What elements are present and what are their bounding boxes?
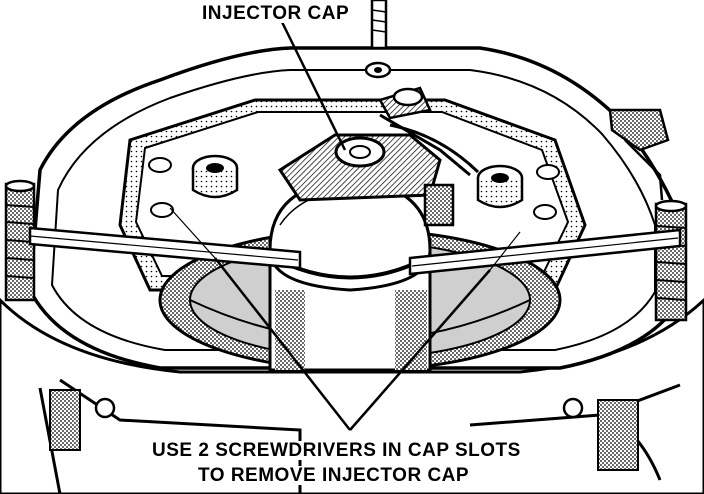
injector-cap (277, 86, 480, 227)
instruction-line-1: USE 2 SCREWDRIVERS IN CAP SLOTS (150, 440, 523, 461)
instruction-line-2: TO REMOVE INJECTOR CAP (196, 465, 472, 486)
housing-bosses (148, 154, 560, 220)
right-stud (654, 199, 688, 322)
leader-lines (169, 21, 521, 431)
top-screw (364, 0, 392, 79)
injector-cap-label: INJECTOR CAP (200, 3, 352, 24)
fuel-injector (267, 178, 433, 372)
screwdriver-right (408, 228, 682, 276)
left-stud (4, 179, 36, 302)
screwdriver-left (28, 226, 302, 270)
side-bracket (608, 108, 670, 201)
